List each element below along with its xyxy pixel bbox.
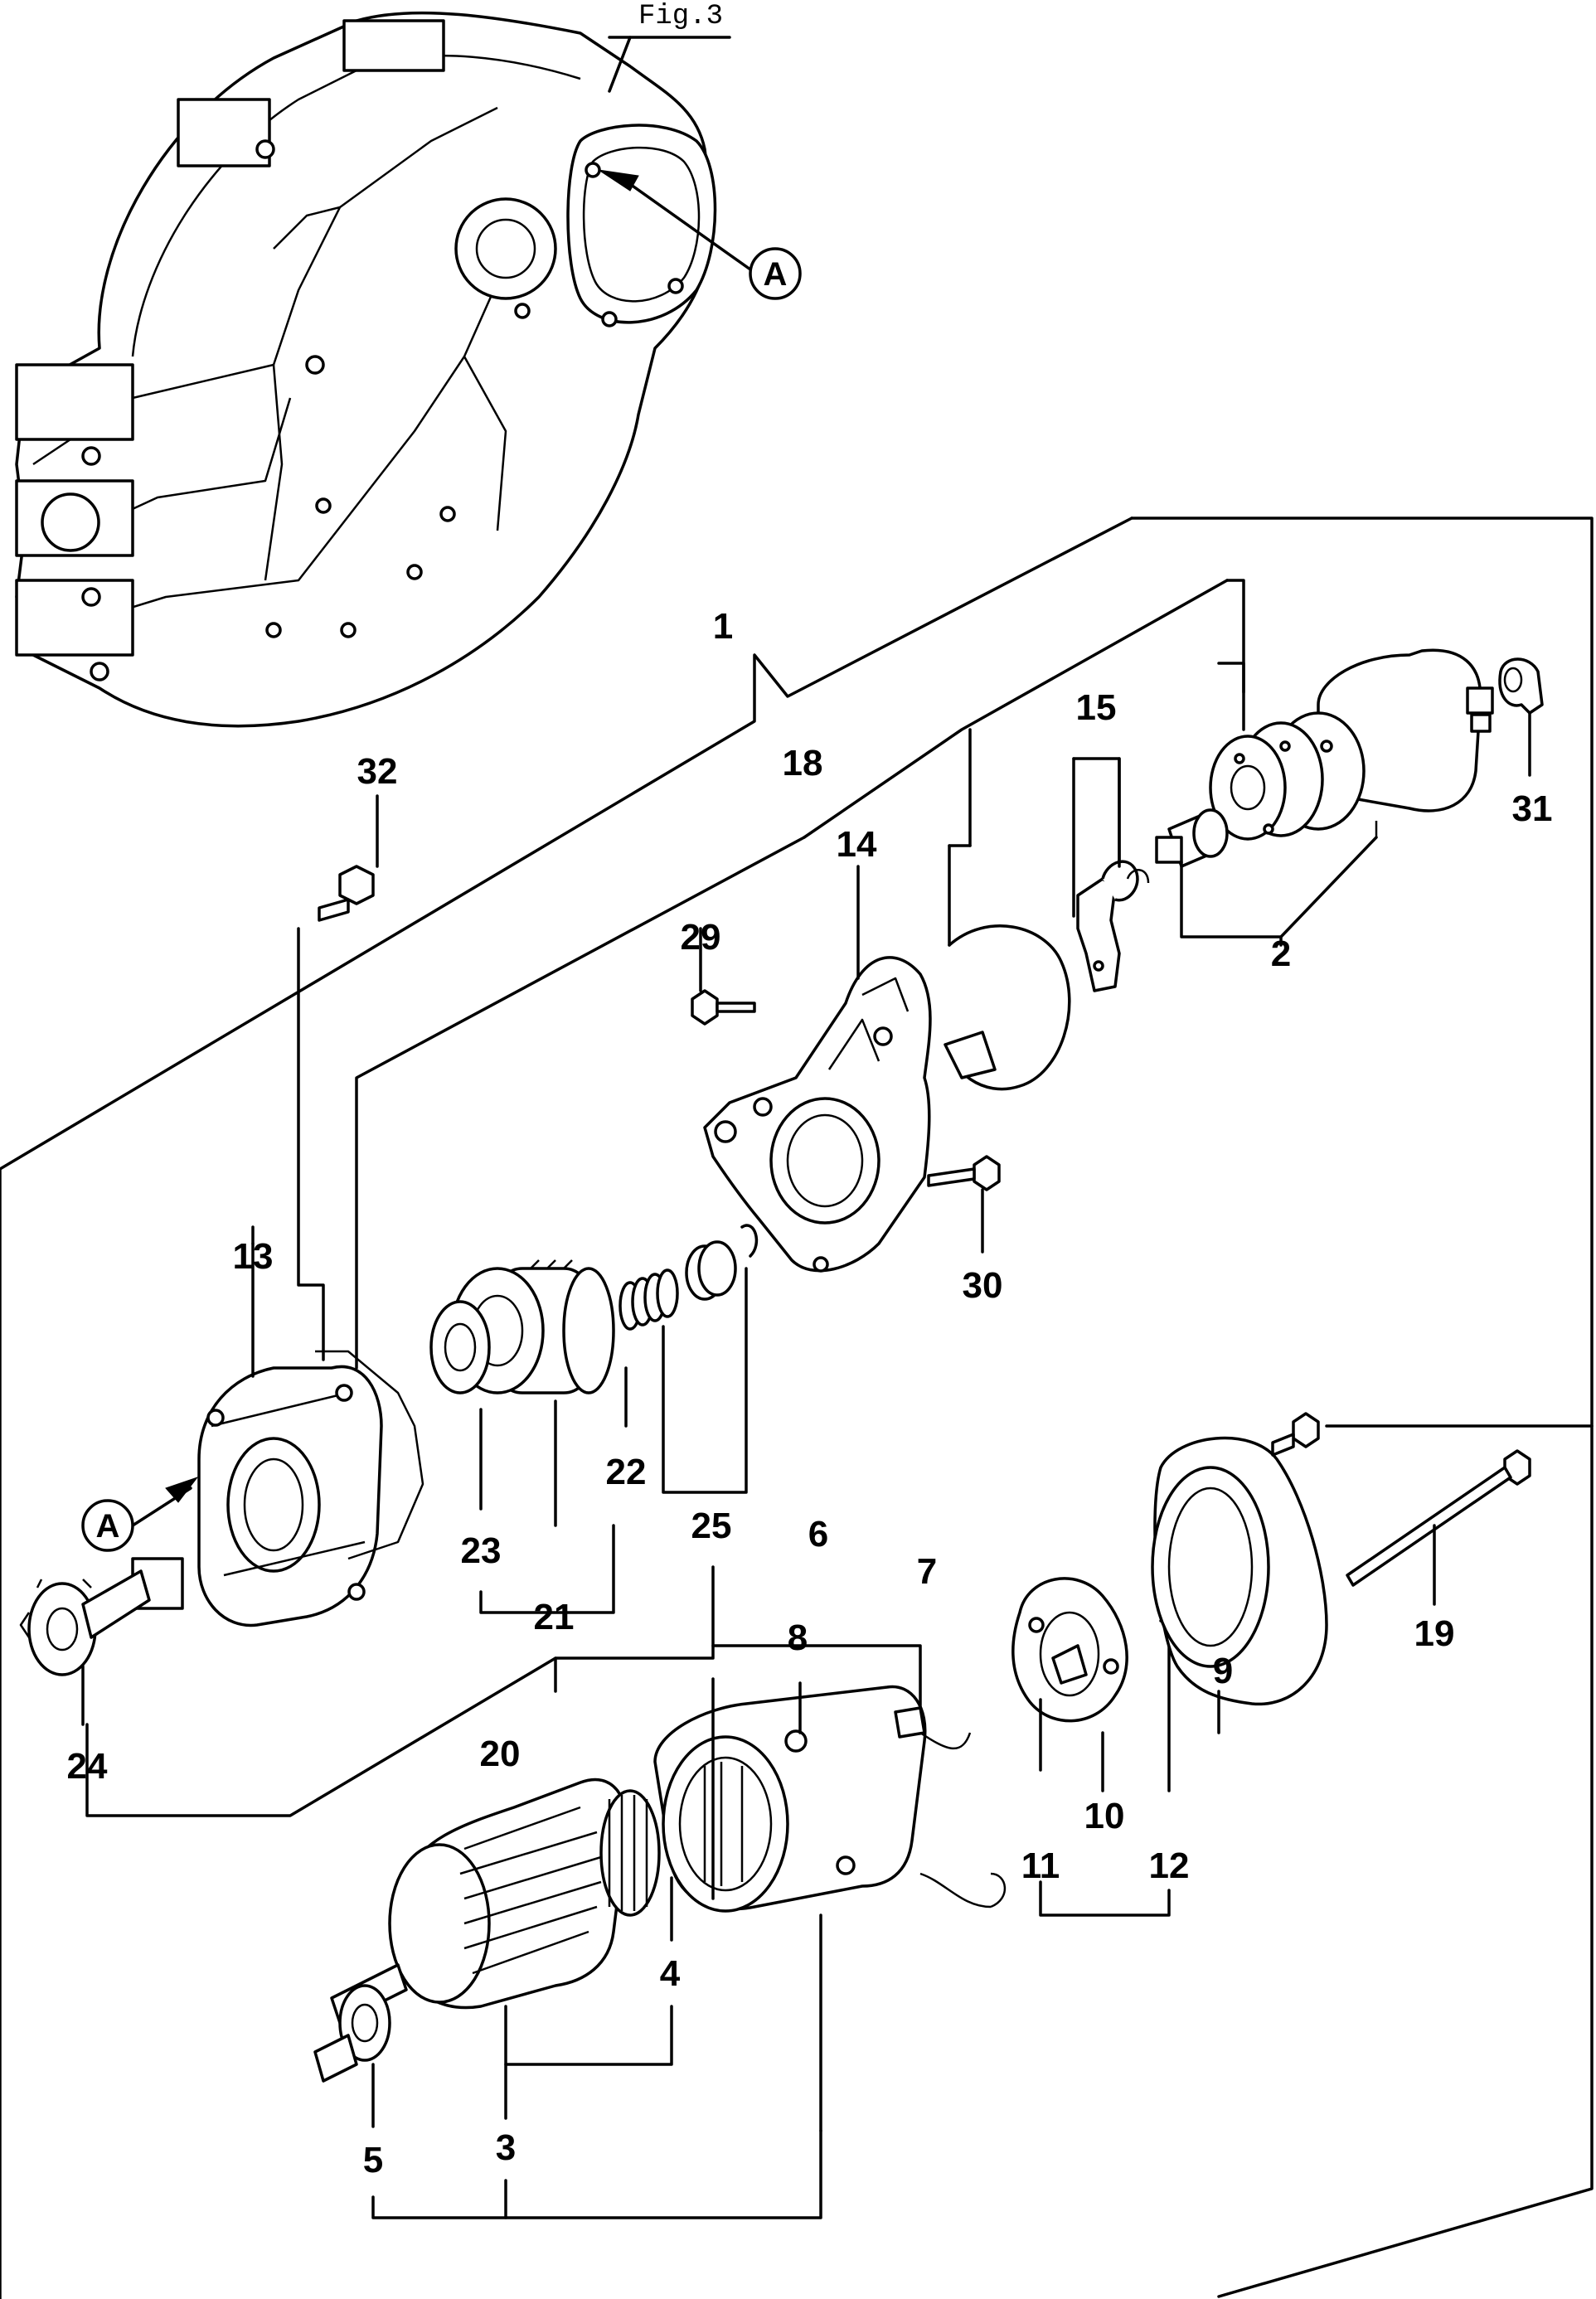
label-part-23: 23 [461, 1530, 502, 1571]
label-part-6: 6 [808, 1514, 828, 1554]
label-part-4: 4 [660, 1953, 681, 1994]
label-part-10: 10 [1084, 1796, 1125, 1836]
pinion-gear [19, 1557, 184, 1726]
label-part-18: 18 [783, 743, 823, 783]
label-part-25: 25 [691, 1506, 732, 1546]
packing-ring [944, 844, 1071, 1091]
yoke-assembly [653, 1644, 1007, 2132]
brush-holder [1011, 1577, 1171, 1917]
armature [313, 1778, 822, 2219]
label-part-12: 12 [1149, 1846, 1190, 1886]
label-part-15: 15 [1076, 687, 1117, 728]
assembly-boundary [0, 517, 1594, 2299]
label-part-13: 13 [233, 1236, 274, 1277]
part-number-labels: 1 2 3 4 5 6 7 8 9 10 11 12 13 14 15 18 1… [67, 606, 1553, 2180]
rear-cover [1151, 1412, 1594, 1734]
reference-a-top-circle [749, 247, 802, 300]
reference-a-bottom: A [96, 1508, 120, 1545]
label-part-3: 3 [496, 2127, 516, 2168]
label-part-2: 2 [1271, 934, 1291, 974]
label-part-19: 19 [1414, 1613, 1455, 1654]
label-part-20: 20 [480, 1734, 521, 1774]
solenoid-switch [1155, 648, 1544, 947]
leaders-20-24 [85, 1565, 715, 1817]
label-part-30: 30 [963, 1265, 1003, 1306]
bolt-30 [927, 1155, 1001, 1254]
label-part-7: 7 [917, 1551, 937, 1592]
reference-a-top: A [764, 256, 788, 293]
label-part-11: 11 [1021, 1846, 1060, 1886]
figure-label: Fig.3 [638, 1, 723, 32]
label-part-21: 21 [534, 1597, 575, 1637]
label-part-5: 5 [363, 2140, 383, 2180]
label-part-22: 22 [606, 1452, 647, 1492]
front-bracket: A [81, 1225, 424, 1627]
overrunning-clutch [429, 1259, 628, 1614]
label-part-29: 29 [681, 917, 721, 958]
label-part-14: 14 [837, 824, 877, 865]
pinion-spring-set [619, 1224, 759, 1494]
flywheel-housing: Fig.3 A [15, 1, 802, 728]
label-part-9: 9 [1213, 1651, 1233, 1691]
label-part-8: 8 [788, 1618, 808, 1658]
bolt-29 [691, 927, 756, 1026]
label-part-1: 1 [713, 606, 733, 647]
reference-a-bottom-circle [81, 1499, 134, 1552]
label-part-31: 31 [1512, 788, 1553, 829]
gear-case [703, 865, 932, 1273]
shift-lever [1072, 757, 1150, 992]
bolt-32 [297, 794, 379, 1361]
label-part-32: 32 [357, 751, 398, 792]
label-part-24: 24 [67, 1746, 108, 1787]
